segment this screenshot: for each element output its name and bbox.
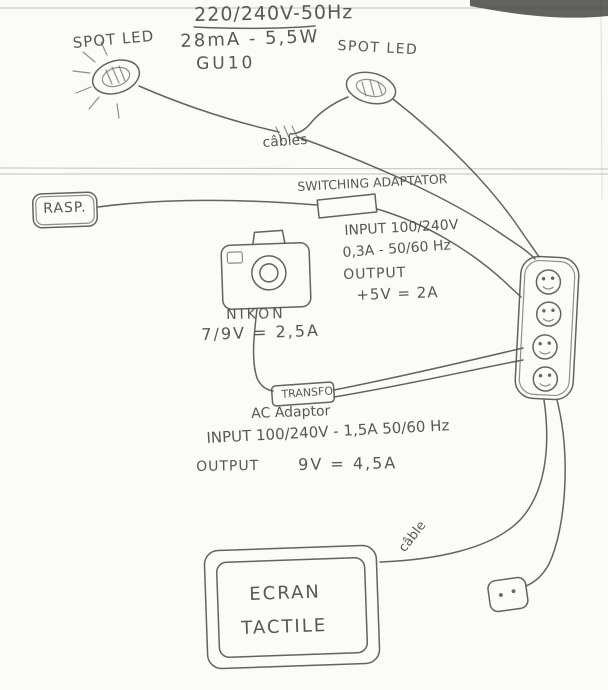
ac-output-label: OUTPUT (196, 457, 260, 475)
cables-label: câbles (262, 131, 308, 151)
ac-adaptor-label: AC Adaptor (251, 403, 331, 422)
plug-drawing (487, 576, 529, 613)
title: 220/240V-50Hz (194, 1, 354, 26)
camera-lens-inner (259, 263, 279, 283)
wire-spot-right-to-strip (392, 98, 540, 258)
wire-spot-left-to-junction (138, 85, 280, 133)
paper-edge-line (600, 0, 603, 201)
wire-spot-right-to-junction (289, 96, 349, 135)
rasp-label: RASP. (43, 199, 87, 217)
wire-junction-to-strip (297, 136, 536, 260)
touchscreen-box-drawing (203, 544, 381, 670)
spot-led-left-drawing (72, 41, 141, 119)
camera-drawing (220, 229, 312, 310)
spot-right-hatch (361, 79, 383, 97)
power-strip-drawing (514, 255, 580, 401)
spot-left-hatch (105, 65, 126, 85)
wire-strip-to-touchscreen (379, 399, 548, 563)
camera-lens-outer (251, 255, 287, 291)
spot-led-right-drawing (345, 71, 397, 105)
scan-artifact (470, 0, 608, 18)
touchscreen-label-line1: ECRAN (249, 581, 322, 605)
wire-switching-to-strip (376, 208, 522, 298)
transfo-box-drawing (270, 381, 336, 407)
wire-transfo-to-strip-2 (333, 359, 524, 398)
ac-output-value: 9V = 4,5A (298, 453, 398, 474)
wire-rasp-to-switching (97, 199, 318, 208)
strip-outlet (532, 366, 559, 392)
title-underline (193, 25, 316, 30)
strip-outlet (532, 334, 558, 360)
switching-adaptor-box-drawing (316, 193, 378, 219)
touchscreen-label-line2: TACTILE (241, 615, 328, 639)
lamp-socket-label: GU10 (196, 52, 256, 74)
wire-strip-to-plug (525, 399, 566, 587)
wire-camera-to-transfo (252, 308, 274, 392)
camera-flash-window (226, 251, 244, 264)
wire-transfo-to-strip-1 (333, 347, 524, 391)
rasp-box-drawing (31, 191, 99, 229)
spot-left-rays (72, 41, 120, 119)
switching-output-label: OUTPUT (343, 264, 407, 283)
switching-output-value: +5V = 2A (356, 283, 439, 304)
strip-outlet (535, 301, 562, 327)
camera-brand-label: NIKON (226, 305, 286, 323)
strip-outlet (535, 269, 562, 295)
cable-junction-ticks (275, 125, 299, 142)
camera-viewfinder-bump (252, 229, 286, 246)
paper-rule-line (0, 167, 608, 170)
